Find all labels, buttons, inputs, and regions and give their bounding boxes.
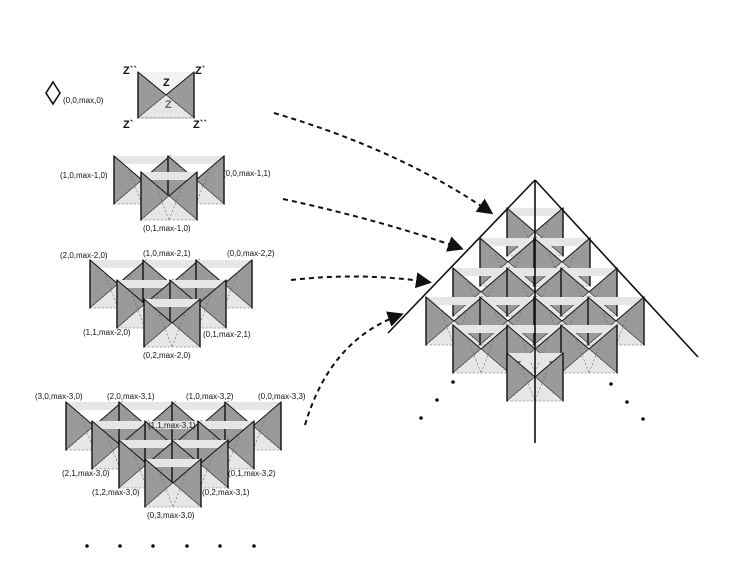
row-3-label-2: (1,0,max-3,2): [186, 392, 234, 401]
row-3-label-7: (1,2,max-3,0): [92, 488, 140, 497]
row-1-label-0: (1,0,max-1,0): [60, 171, 108, 180]
row-3-label-5: (2,1,max-3,0): [62, 469, 110, 478]
pyramid-left-edge: [387, 179, 536, 334]
row-0-octahedron: [137, 70, 195, 120]
z-label-center-back: Z: [165, 99, 172, 111]
row-3-label-1: (2,0,max-3,1): [107, 392, 155, 401]
arrow-row-1: [282, 198, 464, 252]
arrow-row-3: [304, 311, 404, 426]
row-3-group: (3,0,max-3,0) (2,0,max-3,1) (1,0,max-3,2…: [35, 392, 306, 520]
row-2-label-5: (0,2,max-2,0): [143, 351, 191, 360]
row-2-group: (2,0,max-2,0) (1,0,max-2,1) (0,0,max-2,2…: [60, 249, 275, 360]
z-label-bottom-left: Z`: [123, 119, 134, 131]
row-1-label-2: (0,1,max-1,0): [143, 224, 191, 233]
z-label-center: Z: [163, 77, 170, 89]
arrow-row-2: [290, 272, 432, 289]
pyramid-right-edge: [534, 179, 699, 358]
row-3-label-0: (3,0,max-3,0): [35, 392, 83, 401]
row-2-label-0: (2,0,max-2,0): [60, 251, 108, 260]
z-label-top-right: Z`: [195, 65, 206, 77]
row-3-label-8: (0,2,max-3,1): [202, 488, 250, 497]
row-2-label-1: (1,0,max-2,1): [143, 249, 191, 258]
row-1-label-1: (0,0,max-1,1): [223, 169, 271, 178]
row-0-group: (0,0,max,0) Z`` Z` Z Z Z` Z``: [45, 65, 207, 131]
ellipsis-dots-right: [419, 380, 645, 421]
row-1-octahedra: [113, 155, 225, 221]
row-2-label-2: (0,0,max-2,2): [227, 249, 275, 258]
row-3-label-6: (0,1,max-3,2): [228, 469, 276, 478]
z-label-top-left: Z``: [123, 65, 137, 77]
arrows: [273, 112, 494, 426]
row-3-label-3: (0,0,max-3,3): [258, 392, 306, 401]
row-2-label-3: (1,1,max-2,0): [83, 328, 131, 337]
row-2-label-4: (0,1,max-2,1): [203, 330, 251, 339]
arrow-row-0: [273, 112, 494, 215]
z-label-bottom-right: Z``: [193, 119, 207, 131]
diamond-icon: [45, 80, 61, 106]
row-3-label-9: (0,3,max-3,0): [147, 511, 195, 520]
row-0-label-0: (0,0,max,0): [63, 96, 104, 105]
row-1-group: (1,0,max-1,0) (0,0,max-1,1) (0,1,max-1,0…: [60, 155, 271, 233]
ellipsis-dots-bottom: [85, 544, 256, 548]
pyramid: [387, 179, 699, 443]
row-3-label-4: (1,1,max-3,1): [148, 421, 196, 430]
